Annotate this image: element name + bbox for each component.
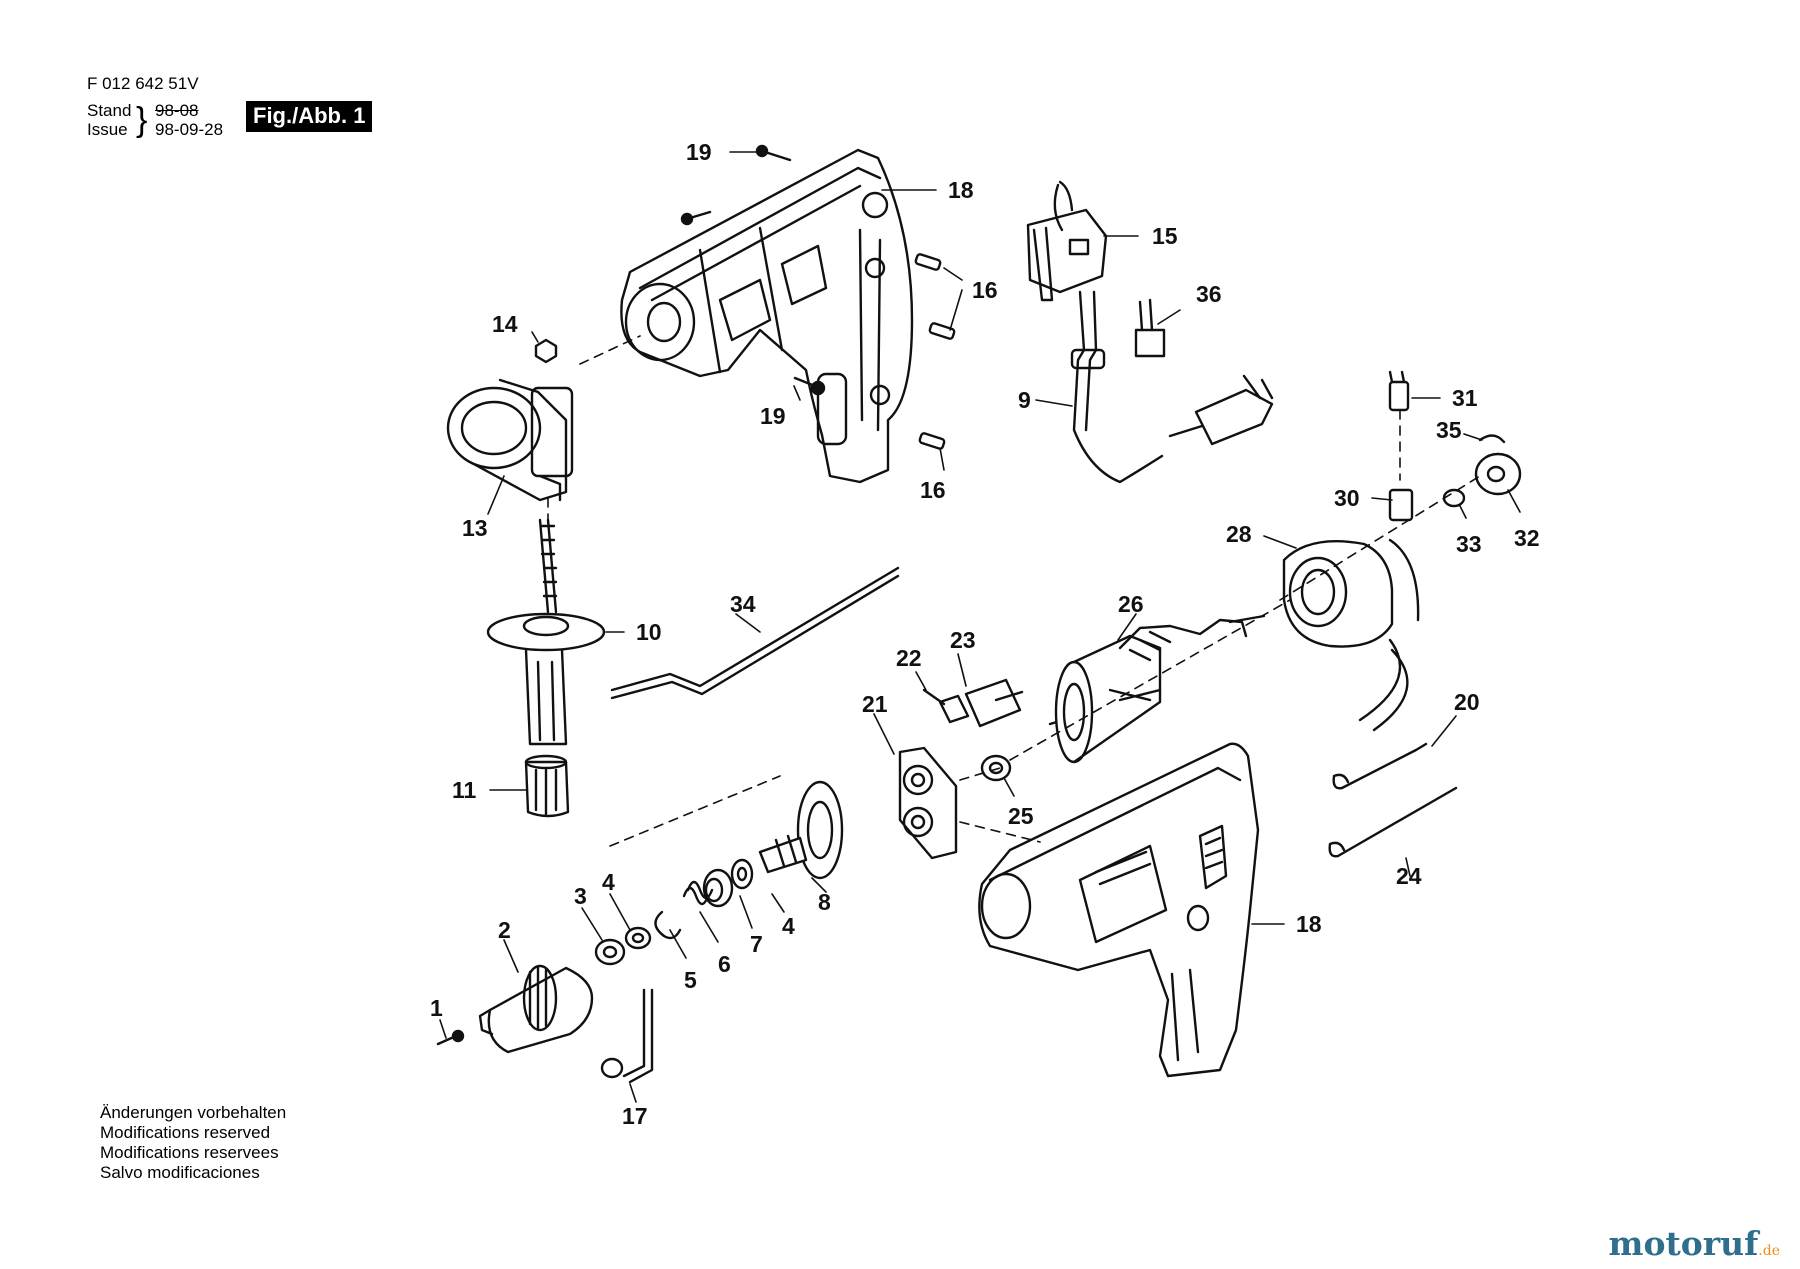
callout-9: 9: [1018, 387, 1031, 413]
chuck-key-17: [600, 988, 654, 1084]
stand-value: 98-08: [155, 101, 199, 120]
screw-1: [436, 1029, 465, 1046]
callout-18-top: 18: [948, 177, 974, 203]
bearing-plate-21: [898, 746, 958, 860]
callout-32: 32: [1514, 525, 1540, 551]
callout-16-bottom: 16: [920, 477, 946, 503]
connector-36: [1134, 298, 1166, 358]
nut-14: [534, 338, 558, 364]
callout-24: 24: [1396, 863, 1422, 889]
callout-2: 2: [498, 917, 511, 943]
ring-4a: [624, 926, 652, 950]
part-number: F 012 642 51V: [87, 74, 199, 93]
callout-18-bottom: 18: [1296, 911, 1322, 937]
brush-31: [1388, 370, 1410, 412]
note-es: Salvo modificaciones: [100, 1163, 260, 1182]
figure-tag: Fig./Abb. 1: [246, 101, 373, 132]
callout-17: 17: [622, 1103, 648, 1129]
callout-28: 28: [1226, 521, 1252, 547]
callout-25: 25: [1008, 803, 1034, 829]
callout-22: 22: [896, 645, 922, 671]
pin-16-a: [914, 253, 942, 271]
callout-7: 7: [750, 931, 763, 957]
callout-10: 10: [636, 619, 662, 645]
issue-label: Issue: [87, 120, 128, 139]
spring-20: [1332, 742, 1428, 790]
screw-19-top: [680, 144, 792, 226]
callout-35: 35: [1436, 417, 1462, 443]
stand-label: Stand: [87, 101, 132, 120]
callout-33: 33: [1456, 531, 1482, 557]
callout-11: 11: [452, 777, 477, 803]
callout-14: 14: [492, 311, 518, 337]
power-cable-9: [1070, 290, 1274, 484]
note-fr: Modifications reservees: [100, 1143, 279, 1162]
callout-5: 5: [684, 967, 697, 993]
bearing-32: [1474, 452, 1522, 496]
housing-assembled-18: [978, 742, 1260, 1078]
callout-6: 6: [718, 951, 731, 977]
brand-name: motoruf: [1608, 1224, 1759, 1263]
callout-16-top: 16: [972, 277, 998, 303]
pin-16-c: [918, 432, 946, 450]
callout-20: 20: [1454, 689, 1480, 715]
callout-8: 8: [818, 889, 831, 915]
callout-15: 15: [1152, 223, 1178, 249]
callout-30: 30: [1334, 485, 1360, 511]
cap-11: [524, 754, 570, 818]
callout-19-top: 19: [686, 139, 712, 165]
callout-3: 3: [574, 883, 587, 909]
callout-19-mid: 19: [760, 403, 786, 429]
callout-1: 1: [430, 995, 443, 1021]
brand-watermark[interactable]: motoruf.de: [1609, 1224, 1780, 1263]
brush-holder-23: [964, 678, 1024, 728]
brand-tld: .de: [1758, 1243, 1780, 1259]
issue-value: 98-09-28: [155, 120, 224, 139]
carbon-brush-22: [922, 688, 970, 724]
note-en: Modifications reserved: [100, 1123, 271, 1142]
callout-23: 23: [950, 627, 976, 653]
depth-stop-rod-34: [610, 566, 900, 700]
note-de: Änderungen vorbehalten: [100, 1103, 287, 1122]
housing-half-upper: [620, 148, 914, 484]
chuck-2: [478, 964, 594, 1054]
callout-26: 26: [1118, 591, 1144, 617]
spring-6: [682, 880, 714, 906]
ball-bearing-25: [980, 754, 1012, 782]
washer-4b: [730, 858, 754, 890]
switch-15: [1026, 180, 1108, 302]
pin-16-b: [928, 322, 956, 340]
callout-34: 34: [730, 591, 756, 617]
armature-26: [1048, 614, 1266, 764]
callout-4-right: 4: [782, 913, 795, 939]
side-handle-10: [486, 518, 606, 746]
callout-31: 31: [1452, 385, 1478, 411]
bearing-3: [594, 938, 626, 966]
washer-33: [1442, 488, 1466, 508]
clip-35: [1478, 434, 1506, 444]
brace: }: [136, 101, 148, 139]
depth-stop-holder-13: [446, 378, 574, 502]
spindle-gear-8: [758, 780, 844, 880]
callout-21: 21: [862, 691, 888, 717]
field-coil-28: [1282, 538, 1420, 732]
spring-24: [1328, 786, 1458, 858]
callout-13: 13: [462, 515, 488, 541]
brush-30: [1388, 488, 1414, 522]
notes-block: Änderungen vorbehalten Modifications res…: [100, 1103, 286, 1183]
callout-36: 36: [1196, 281, 1222, 307]
circlip-5: [654, 910, 682, 940]
callout-4-left: 4: [602, 869, 615, 895]
screw-19-mid: [793, 376, 826, 396]
sleeve-7: [702, 868, 734, 908]
